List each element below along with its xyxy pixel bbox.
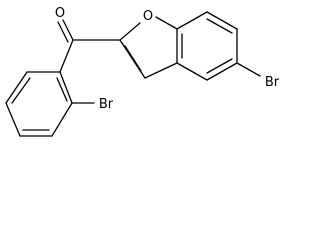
bond-furan-c2-o1: [119, 22, 141, 41]
atom-labels: O O Br Br: [55, 6, 280, 112]
bond-furan-c3-c2-double: [124, 45, 142, 72]
molecule-structure-diagram: O O Br Br: [5, 6, 280, 137]
bond-benzo-c4-c3a: [176, 62, 208, 81]
carbonyl-oxygen-label: O: [55, 6, 65, 21]
bond-benzo-c7a-c7: [176, 11, 208, 30]
bond-phenyl-c2-c3: [51, 102, 73, 137]
bond-phenyl-c1-c2: [59, 71, 73, 104]
bond-benzo-c7-c6-double: [206, 18, 233, 34]
bond-benzo-c5-c4-double: [206, 58, 233, 74]
bond-furan-c3-c2: [119, 39, 146, 79]
bond-phenyl-c5-c6-double: [11, 77, 31, 104]
ring-oxygen-label: O: [143, 9, 153, 24]
bromine-phenyl-label: Br: [99, 97, 114, 112]
bond-furan-c3a-c3: [144, 62, 178, 79]
bond-lines: [5, 11, 261, 137]
bond-benzo-c7-c6: [206, 11, 238, 30]
bond-phenyl-c4-c5: [5, 102, 21, 137]
bond-benzo-c5-c4: [206, 62, 238, 81]
bond-c5-br: [236, 62, 261, 77]
bond-carbonyl-c-o: [62, 19, 74, 41]
bond-phenyl-c5-c6: [5, 71, 28, 104]
bond-phenyl-c1-c2-double: [56, 77, 68, 102]
bromine-benzofuran-label: Br: [265, 75, 280, 90]
bond-carbonyl-to-phenyl: [59, 39, 74, 73]
bond-carbonyl-c-o-double: [57, 21, 69, 43]
bond-furan-o1-c7a: [155, 16, 178, 30]
